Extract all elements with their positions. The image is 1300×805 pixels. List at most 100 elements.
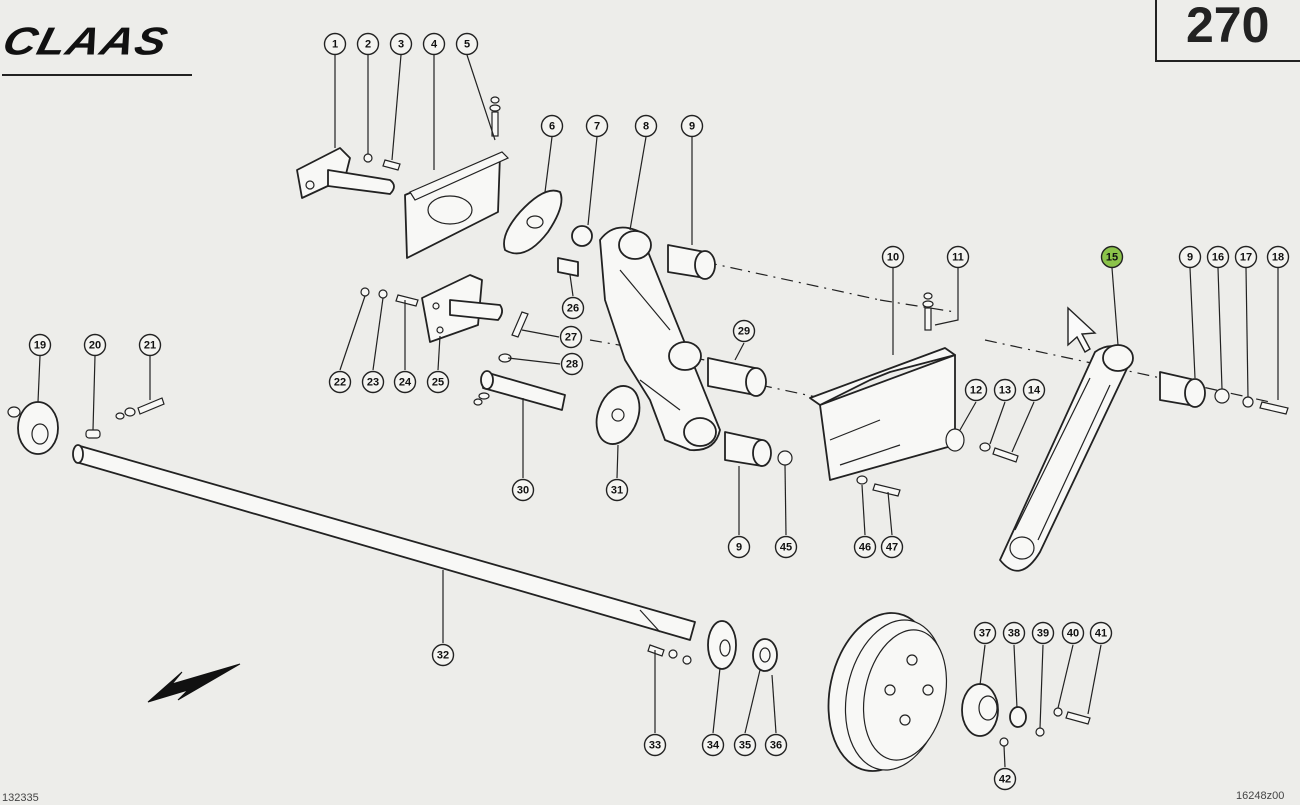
callout-36: 36 — [764, 733, 788, 757]
callout-37: 37 — [973, 621, 997, 645]
callout-label: 38 — [1008, 628, 1020, 640]
callout-10: 10 — [881, 245, 905, 269]
drive-shaft-part — [72, 444, 696, 641]
callout-label: 2 — [365, 39, 371, 51]
callout-6: 6 — [540, 114, 564, 138]
callout-label: 20 — [89, 340, 101, 352]
callout-circle — [560, 352, 584, 376]
callout-label: 42 — [999, 774, 1011, 786]
washer-part — [945, 428, 965, 452]
washer-part — [856, 475, 868, 485]
callout-label: 35 — [739, 740, 751, 752]
callout-label: 37 — [979, 628, 991, 640]
callout-label: 39 — [1037, 628, 1049, 640]
callout-circle — [585, 114, 609, 138]
callout-circle — [393, 370, 417, 394]
callout-label: 22 — [334, 377, 346, 389]
callout-label: 10 — [887, 252, 899, 264]
callout-20: 20 — [83, 333, 107, 357]
callout-circle — [356, 32, 380, 56]
callout-label: 33 — [649, 740, 661, 752]
flange-bracket-part — [421, 274, 503, 343]
washer-part — [979, 442, 991, 452]
callout-label: 9 — [736, 542, 742, 554]
bolt-part — [647, 644, 692, 665]
pointer-cursor-icon — [1067, 306, 1097, 353]
callout-circle — [701, 733, 725, 757]
callout-label: 1 — [332, 39, 338, 51]
callout-label: 16 — [1212, 252, 1224, 264]
cam-plate-part — [503, 189, 563, 255]
callout-circle — [853, 535, 877, 559]
callout-18: 18 — [1266, 245, 1290, 269]
callout-7: 7 — [585, 114, 609, 138]
callout-circle — [973, 621, 997, 645]
callout-35: 35 — [733, 733, 757, 757]
callout-label: 46 — [859, 542, 871, 554]
callout-label: 21 — [144, 340, 156, 352]
washer-part — [1035, 727, 1045, 737]
callout-circle — [422, 32, 446, 56]
callout-5: 5 — [455, 32, 479, 56]
callout-circle — [361, 370, 385, 394]
callout-circle — [1206, 245, 1230, 269]
callout-label: 3 — [398, 39, 404, 51]
callout-circle — [1100, 245, 1124, 269]
callout-9: 9 — [680, 114, 704, 138]
callout-label: 17 — [1240, 252, 1252, 264]
washer-part — [363, 153, 373, 163]
callout-circle — [634, 114, 658, 138]
crank-arm-part — [999, 344, 1134, 572]
callout-8: 8 — [634, 114, 658, 138]
bracket-part — [296, 147, 395, 199]
washer-part — [1214, 388, 1230, 404]
callout-15: 15 — [1100, 245, 1124, 269]
callout-circle — [455, 32, 479, 56]
bolt-part — [1065, 711, 1091, 725]
bushing-part — [667, 244, 716, 280]
washer-part — [378, 289, 388, 299]
callout-circle — [605, 478, 629, 502]
bolt-part — [489, 96, 501, 137]
housing-part — [809, 347, 956, 481]
callout-11: 11 — [946, 245, 970, 269]
shaft-pin-part — [473, 370, 566, 411]
callout-circle — [138, 333, 162, 357]
key-part — [85, 429, 101, 439]
callout-circle — [881, 245, 905, 269]
callout-circle — [561, 296, 585, 320]
callout-circle — [733, 733, 757, 757]
callout-circle — [732, 319, 756, 343]
callout-circle — [323, 32, 347, 56]
callout-14: 14 — [1022, 378, 1046, 402]
callout-38: 38 — [1002, 621, 1026, 645]
callout-circle — [426, 370, 450, 394]
callout-27: 27 — [559, 325, 583, 349]
bolt-part — [992, 447, 1019, 463]
callout-label: 29 — [738, 326, 750, 338]
callout-12: 12 — [964, 378, 988, 402]
callout-circle — [28, 333, 52, 357]
callout-label: 11 — [952, 252, 964, 264]
direction-arrow-icon — [147, 663, 241, 703]
plate-part — [404, 151, 510, 259]
callout-label: 14 — [1028, 385, 1041, 397]
callout-33: 33 — [643, 733, 667, 757]
callout-24: 24 — [393, 370, 417, 394]
bushing-part — [724, 431, 772, 467]
callout-circle — [643, 733, 667, 757]
callout-label: 9 — [689, 121, 695, 133]
callout-26: 26 — [561, 296, 585, 320]
callout-label: 36 — [770, 740, 782, 752]
callout-47: 47 — [880, 535, 904, 559]
callout-21: 21 — [138, 333, 162, 357]
centerline — [704, 261, 956, 313]
callout-label: 9 — [1187, 252, 1193, 264]
callout-circle — [1022, 378, 1046, 402]
callout-circle — [1178, 245, 1202, 269]
flange-part — [707, 620, 737, 670]
callout-29: 29 — [732, 319, 756, 343]
